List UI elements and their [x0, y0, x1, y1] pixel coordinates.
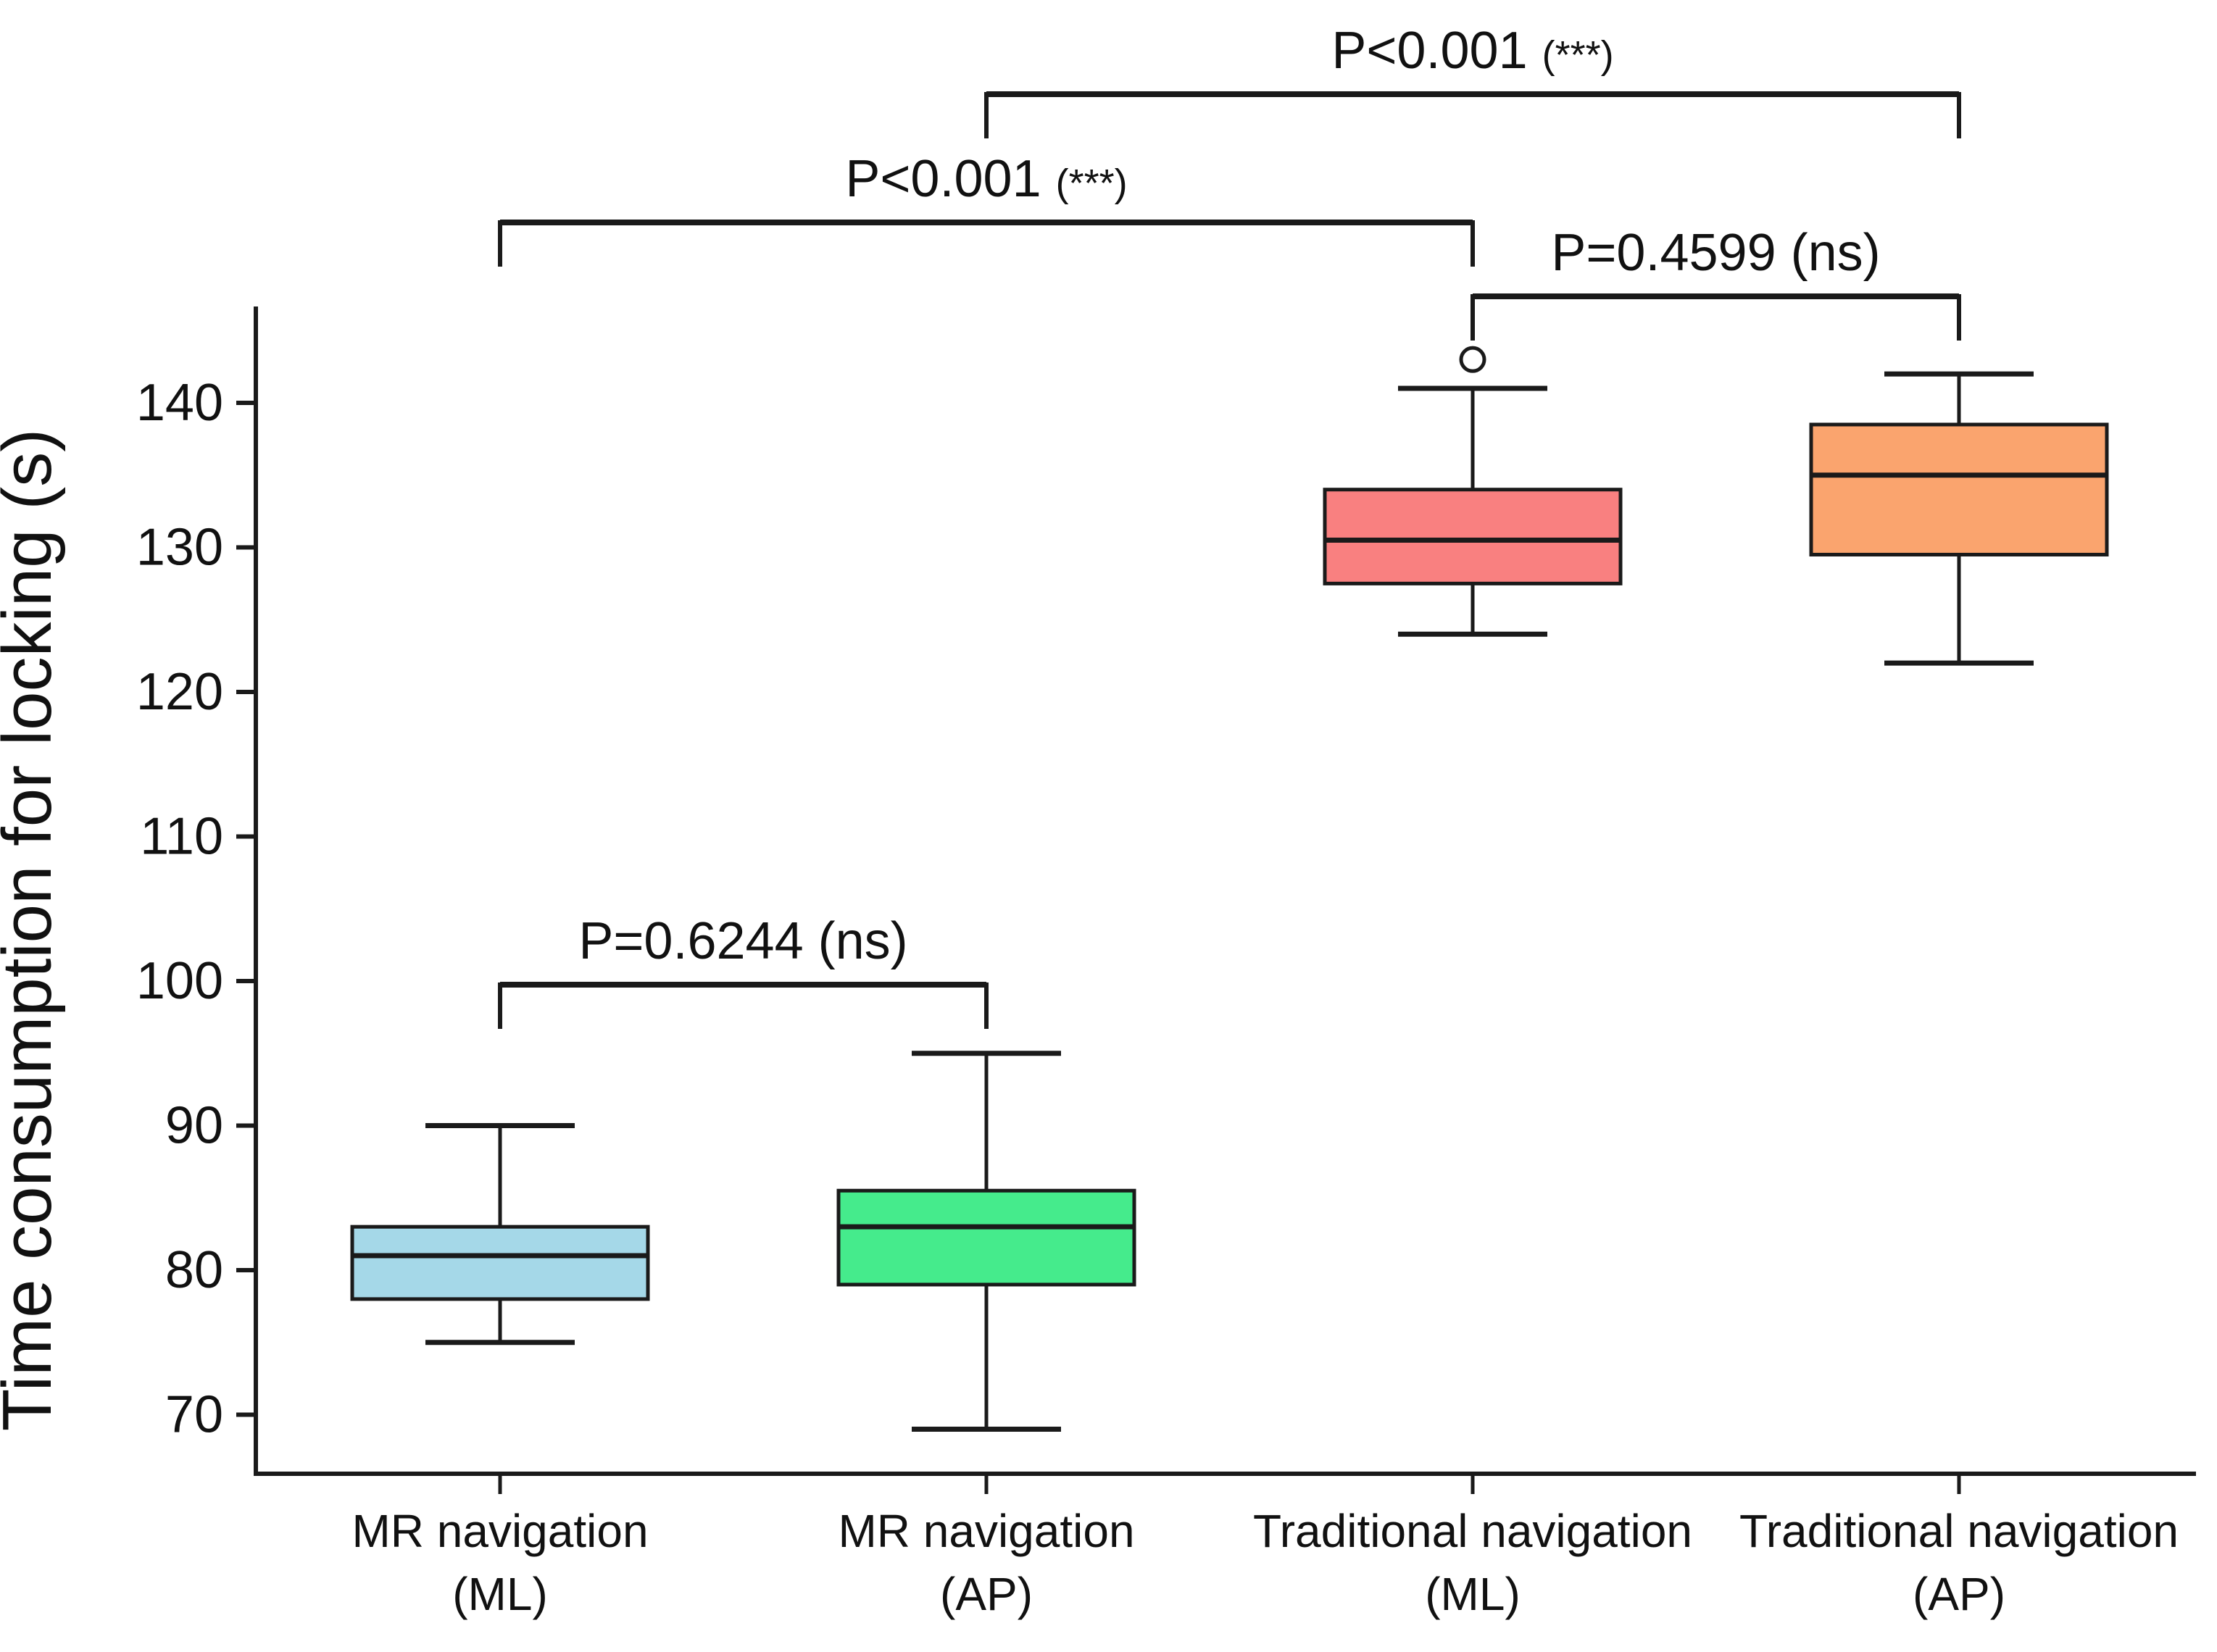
y-tick-label: 80 [165, 1241, 223, 1299]
boxplot-1: MR navigation (ML) [350, 1123, 650, 1620]
boxplot-3: Traditional navigation (ML) [1253, 346, 1692, 1620]
x-category-label-line2: (AP) [1913, 1568, 2005, 1620]
bracket-p-label: P=0.4599 (ns) [1551, 224, 1880, 282]
y-tick-label: 100 [136, 952, 223, 1010]
bracket-p-label: P<0.001 (***) [845, 150, 1127, 208]
bracket-p-label: P=0.6244 (ns) [578, 912, 907, 970]
boxplot-2: MR navigation (AP) [836, 1051, 1136, 1620]
y-tick-label: 70 [165, 1386, 223, 1444]
significance-bracket-1: P<0.001 (***) [984, 22, 1961, 138]
iqr-box [1323, 488, 1623, 585]
x-category-label-line2: (ML) [1425, 1568, 1521, 1620]
significance-bracket-3: P=0.4599 (ns) [1471, 224, 1961, 341]
iqr-box [836, 1188, 1136, 1287]
axes [254, 306, 2196, 1476]
x-category-label-line1: MR navigation [838, 1505, 1134, 1557]
x-category-label-line2: (ML) [452, 1568, 548, 1620]
y-tick-label: 90 [165, 1097, 223, 1155]
y-tick-label: 120 [136, 663, 223, 721]
significance-bracket-2: P<0.001 (***) [498, 150, 1475, 267]
significance-bracket-4: P=0.6244 (ns) [498, 912, 989, 1029]
x-category-label-line1: Traditional navigation [1739, 1505, 2179, 1557]
bracket-p-label: P<0.001 (***) [1331, 22, 1613, 80]
y-tick-label: 110 [140, 808, 223, 866]
boxplot-4: Traditional navigation (AP) [1739, 371, 2179, 1620]
y-tick-label: 140 [136, 374, 223, 432]
outlier-point [1459, 346, 1486, 373]
x-category-label-line2: (AP) [940, 1568, 1033, 1620]
x-category-label-line1: Traditional navigation [1253, 1505, 1692, 1557]
iqr-box [350, 1225, 650, 1301]
y-axis-title: Time consumption for locking (s) [0, 429, 66, 1432]
iqr-box [1809, 422, 2109, 556]
x-category-label-line1: MR navigation [352, 1505, 648, 1557]
y-ticks: 140 130 120 110 100 90 80 70 [136, 374, 256, 1444]
y-tick-label: 130 [136, 519, 223, 577]
